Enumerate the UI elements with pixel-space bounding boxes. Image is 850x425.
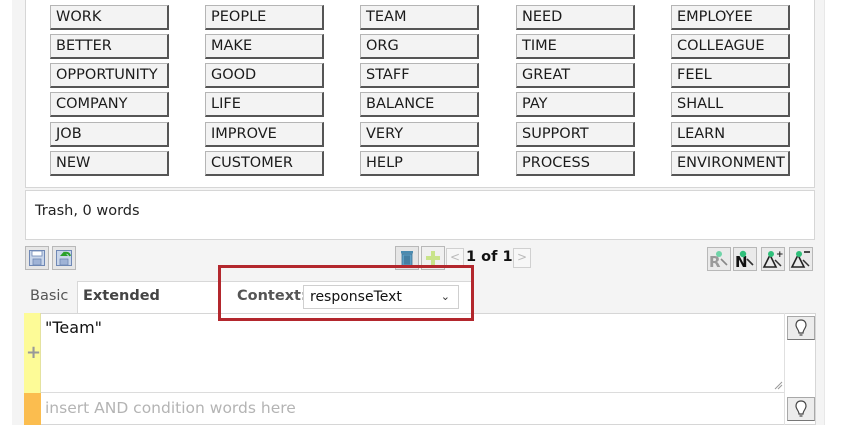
delta-minus-icon	[790, 251, 810, 268]
right-margin	[824, 0, 850, 425]
word-button[interactable]: FEEL	[671, 63, 790, 88]
svg-text:+: +	[776, 250, 784, 260]
word-button[interactable]: NEED	[516, 5, 635, 30]
word-button[interactable]: PEOPLE	[205, 5, 324, 30]
or-condition-input[interactable]: "Team"	[45, 318, 103, 337]
conditions-area	[24, 313, 816, 425]
word-button[interactable]: GREAT	[516, 63, 635, 88]
word-button[interactable]: NEW	[50, 151, 169, 176]
word-button[interactable]: OPPORTUNITY	[50, 63, 169, 88]
word-button[interactable]: LEARN	[671, 122, 790, 147]
word-button[interactable]: SUPPORT	[516, 122, 635, 147]
word-button[interactable]: CUSTOMER	[205, 151, 324, 176]
condition-divider	[41, 392, 784, 393]
trash-label: Trash, 0 words	[35, 203, 140, 219]
n-node-button[interactable]: N	[733, 247, 757, 271]
tab-basic[interactable]: Basic	[30, 288, 69, 304]
add-icon	[426, 251, 440, 265]
add-or-condition-icon[interactable]: +	[26, 342, 42, 363]
word-button[interactable]: COMPANY	[50, 92, 169, 117]
word-button[interactable]: TIME	[516, 34, 635, 59]
r-node-icon: R	[709, 251, 728, 269]
lightbulb-icon	[795, 400, 807, 417]
pager-prev-button[interactable]: <	[446, 248, 464, 268]
or-condition-bar	[24, 313, 41, 393]
word-button[interactable]: PROCESS	[516, 151, 635, 176]
add-button[interactable]	[421, 246, 445, 270]
context-select-value: responseText	[310, 289, 402, 305]
word-button[interactable]: MAKE	[205, 34, 324, 59]
word-button[interactable]: BALANCE	[360, 92, 479, 117]
and-suggest-button[interactable]	[787, 397, 815, 421]
word-button[interactable]: ENVIRONMENT	[671, 151, 790, 176]
word-button[interactable]: WORK	[50, 5, 169, 30]
context-label: Context:	[237, 288, 307, 304]
save-revert-button[interactable]	[52, 246, 76, 270]
word-button[interactable]: STAFF	[360, 63, 479, 88]
and-condition-bar	[24, 393, 41, 425]
word-button[interactable]: JOB	[50, 122, 169, 147]
delete-button[interactable]	[395, 246, 419, 270]
word-button[interactable]: COLLEAGUE	[671, 34, 790, 59]
add-node-button[interactable]: +	[761, 247, 785, 271]
resize-grip-icon[interactable]	[773, 380, 783, 390]
and-condition-input[interactable]: insert AND condition words here	[45, 399, 296, 417]
word-button[interactable]: PAY	[516, 92, 635, 117]
lightbulb-icon	[795, 319, 807, 336]
remove-node-button[interactable]	[789, 247, 813, 271]
delta-plus-icon: +	[762, 250, 784, 268]
word-button[interactable]: ORG	[360, 34, 479, 59]
trash-icon	[401, 251, 413, 267]
side-column-divider	[784, 313, 785, 425]
or-suggest-button[interactable]	[787, 316, 815, 340]
word-button[interactable]: SHALL	[671, 92, 790, 117]
save-button[interactable]	[25, 246, 49, 270]
n-node-icon: N	[735, 250, 754, 269]
pager-next-button[interactable]: >	[513, 248, 531, 268]
context-select[interactable]: responseText ⌄	[303, 285, 459, 309]
word-button[interactable]: HELP	[360, 151, 479, 176]
word-button[interactable]: VERY	[360, 122, 479, 147]
r-node-button[interactable]: R	[707, 247, 731, 271]
word-button[interactable]: GOOD	[205, 63, 324, 88]
svg-text:R: R	[709, 253, 721, 269]
word-button[interactable]: BETTER	[50, 34, 169, 59]
svg-text:N: N	[735, 253, 748, 269]
pager-status: 1 of 1	[466, 249, 513, 265]
word-button[interactable]: TEAM	[360, 5, 479, 30]
trash-panel[interactable]: Trash, 0 words	[25, 190, 815, 240]
chevron-down-icon: ⌄	[440, 290, 450, 303]
word-button[interactable]: LIFE	[205, 92, 324, 117]
save-icon	[29, 250, 45, 266]
word-button[interactable]: IMPROVE	[205, 122, 324, 147]
word-button[interactable]: EMPLOYEE	[671, 5, 790, 30]
save-revert-icon	[56, 250, 72, 266]
tab-extended[interactable]: Extended	[83, 288, 160, 304]
